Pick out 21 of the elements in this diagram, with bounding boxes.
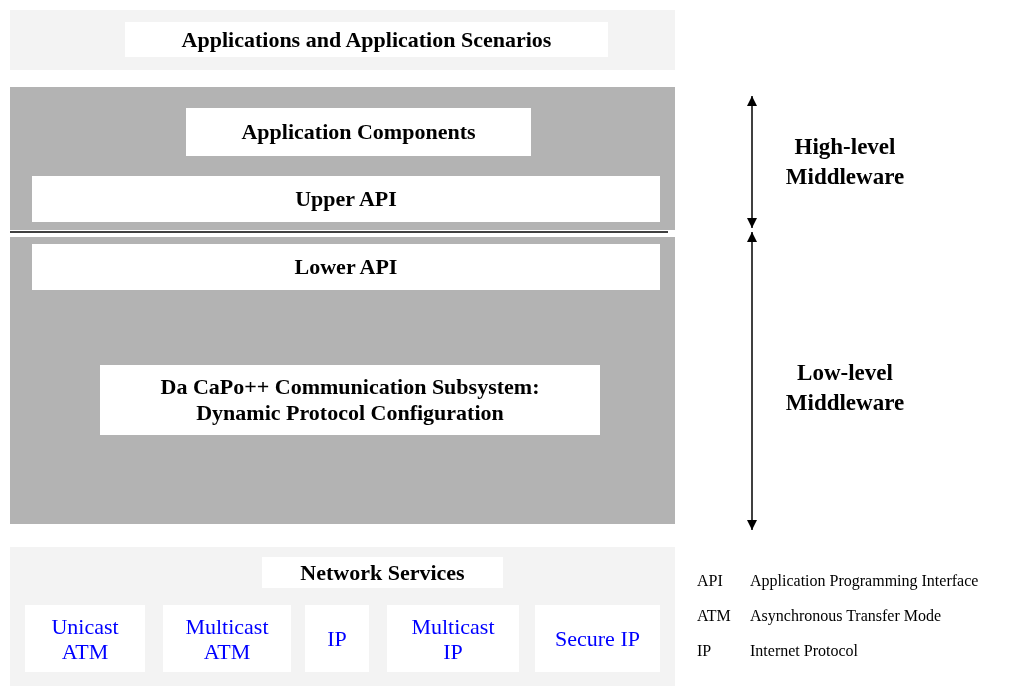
service-box: IP (305, 605, 369, 672)
abbreviation-definition: Asynchronous Transfer Mode (750, 607, 942, 625)
service-box: Multicast IP (387, 605, 519, 672)
layer-label: Applications and Application Scenarios (125, 22, 608, 57)
api-box: Upper API (32, 176, 660, 222)
layer-label: Network Services (262, 557, 503, 588)
subsystem-box: Da CaPo++ Communication Subsystem: Dynamic Protocol Configuration (100, 365, 600, 435)
api-box: Lower API (32, 244, 660, 290)
abbreviation: API (697, 572, 723, 590)
abbreviation-definition: Application Programming Interface (750, 572, 979, 590)
abbreviation-definition: Internet Protocol (750, 642, 858, 660)
service-box: Multicast ATM (163, 605, 291, 672)
middleware-level-label: High-level Middleware (784, 133, 906, 191)
layer-band (10, 87, 675, 230)
service-box: Unicast ATM (25, 605, 145, 672)
service-box: Secure IP (535, 605, 660, 672)
abbreviation: IP (697, 642, 712, 660)
layer-band (10, 237, 675, 524)
abbreviation: ATM (697, 607, 731, 625)
component-box: Application Components (186, 108, 531, 156)
middleware-level-label: Low-level Middleware (784, 359, 906, 417)
